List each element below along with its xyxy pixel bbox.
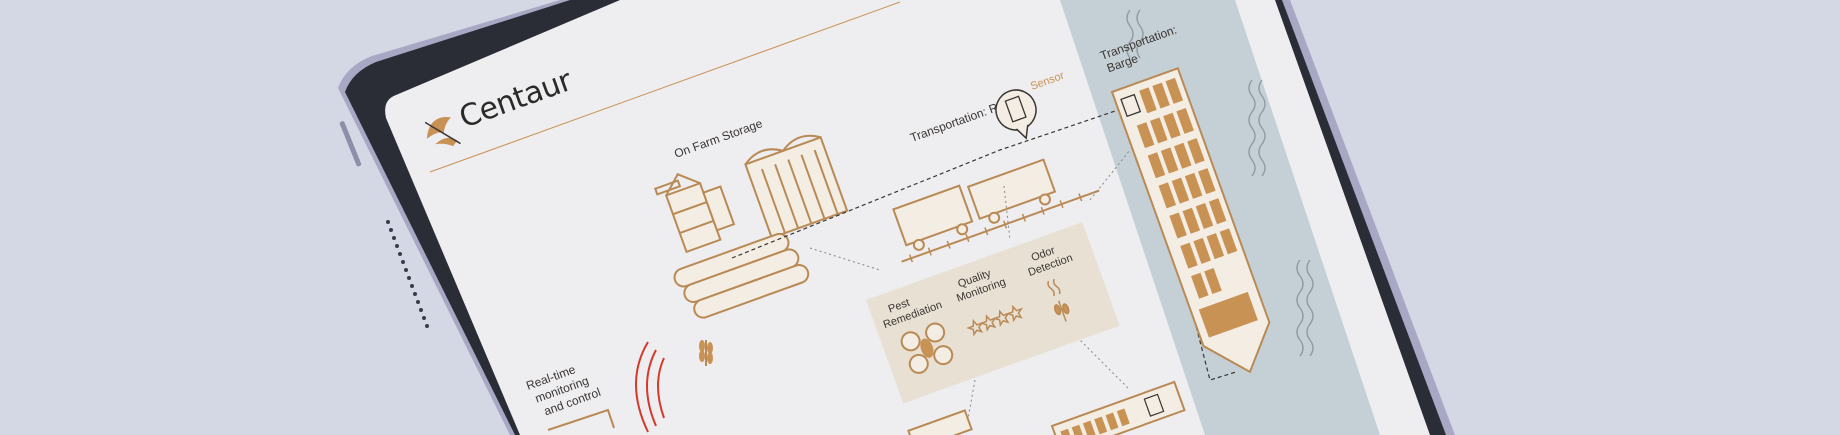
star-icon	[966, 318, 984, 337]
signal-icon	[635, 341, 665, 433]
rail-car-icon	[892, 158, 1100, 263]
header-rule	[429, 1, 901, 173]
silo-icon	[653, 173, 736, 254]
drone-icon	[900, 322, 954, 374]
star-rating	[966, 304, 1024, 337]
star-icon	[992, 309, 1010, 328]
barge-icon	[1110, 67, 1271, 374]
truck-icon	[1050, 380, 1186, 435]
star-icon	[979, 314, 997, 332]
sensor-icon	[995, 89, 1037, 140]
centaur-logo-icon	[424, 117, 461, 147]
speaker-grille	[386, 220, 429, 328]
device-outline	[547, 408, 615, 431]
screen: Centaur On Farm Storage	[385, 0, 1431, 435]
odor-icon	[1047, 278, 1070, 322]
warehouse-edge	[907, 409, 973, 435]
waves	[1126, 9, 1314, 357]
features-panel: Pest Remediation Quality Monitoring	[866, 222, 1120, 404]
star-icon	[1005, 304, 1024, 323]
grain-bin-icon	[744, 134, 849, 240]
